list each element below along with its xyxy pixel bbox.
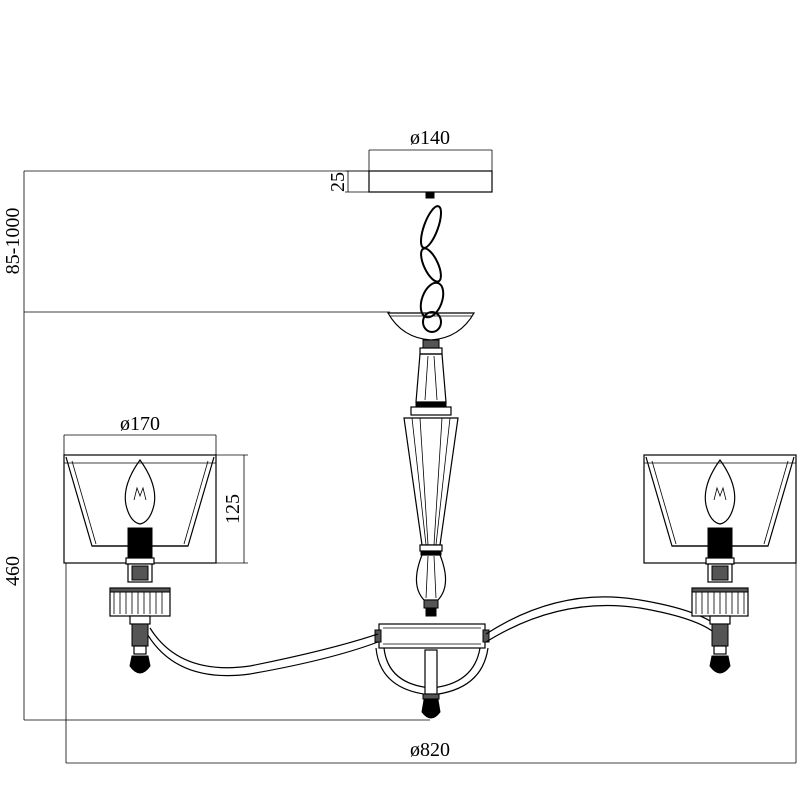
central-hub [374,623,490,719]
drop-range-label: 85-1000 [2,208,24,275]
left-lamp [63,454,217,674]
right-lamp [643,454,797,674]
shade-diameter-label: ø170 [120,413,160,435]
body-height-label: 460 [2,556,24,586]
shade-height-label: 125 [222,494,244,524]
canopy-diameter-label: ø140 [410,127,450,149]
right-lamp-bobeche [691,587,749,617]
hanging-chain [419,205,445,333]
overall-diameter-label: ø820 [410,739,450,761]
right-lamp-shade [643,454,797,564]
canopy-height-label: 25 [327,172,349,192]
left-lamp-bulb [124,458,156,525]
right-lamp-bulb [704,458,736,525]
dimension-lines [23,149,797,764]
central-column [403,339,459,617]
left-lamp-bobeche [109,587,171,617]
ceiling-canopy [368,170,493,199]
